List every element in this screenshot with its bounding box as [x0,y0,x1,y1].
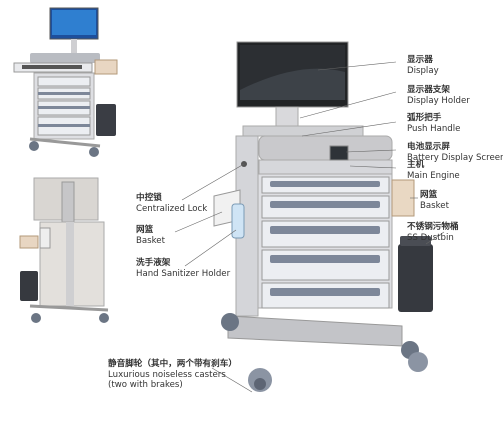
callout-push-handle-cn: 弧形把手 [407,113,442,123]
callout-casters-en: Luxurious noiseless casters [108,369,226,380]
callout-battery-display-cn: 电池显示屏 [407,142,450,152]
callout-dustbin-en: SS Dustbin [407,232,454,243]
callout-push-handle-en: Push Handle [407,123,461,134]
callout-casters-cn: 静音脚轮（其中，两个带有刹车） [108,359,237,369]
callout-main-engine-cn: 主机 [407,160,425,170]
callout-battery-display-en: Battery Display Screen [407,152,503,163]
caster [221,313,239,331]
callout-casters: 静音脚轮（其中，两个带有刹车） Luxurious noiseless cast… [108,359,237,391]
small-basket [94,59,118,75]
callout-casters-en2: (two with brakes) [108,380,183,390]
callout-sanitizer-holder-cn: 洗手液架 [136,258,171,268]
callout-display-en: Display [407,65,439,76]
callout-basket-right-en: Basket [420,200,449,211]
callout-centralized-lock-cn: 中控锁 [136,193,162,203]
callout-basket-left: 网篮 Basket [136,225,165,246]
callout-display-cn: 显示器 [407,55,433,65]
small-dustbin [96,104,116,136]
callout-centralized-lock: 中控锁 Centralized Lock [136,193,207,214]
push-handle [242,125,364,137]
callout-dustbin-cn: 不锈钢污物桶 [407,222,459,232]
callout-push-handle: 弧形把手 Push Handle [407,113,460,134]
callout-battery-display: 电池显示屏 Battery Display Screen [407,142,503,163]
main-cart [213,41,433,392]
callout-sanitizer-holder: 洗手液架 Hand Sanitizer Holder [136,258,230,279]
callout-display: 显示器 Display [407,55,439,76]
small-cart-front [13,7,118,157]
callout-main-engine-en: Main Engine [407,170,460,181]
callout-display-holder-cn: 显示器支架 [407,85,450,95]
sanitizer-bottle [231,203,245,239]
callout-basket-left-en: Basket [136,235,165,246]
callout-display-holder-en: Display Holder [407,95,470,106]
small-cart-back [19,177,109,323]
battery-display [329,145,349,161]
callout-basket-right-cn: 网篮 [420,190,438,200]
callout-sanitizer-holder-en: Hand Sanitizer Holder [136,268,231,279]
main-dustbin [398,244,433,312]
callout-dustbin: 不锈钢污物桶 SS Dustbin [407,222,459,243]
callout-main-engine: 主机 Main Engine [407,160,460,181]
callout-basket-right: 网篮 Basket [420,190,449,211]
callout-display-holder: 显示器支架 Display Holder [407,85,470,106]
callout-centralized-lock-en: Centralized Lock [136,203,208,214]
callout-basket-left-cn: 网篮 [136,225,154,235]
